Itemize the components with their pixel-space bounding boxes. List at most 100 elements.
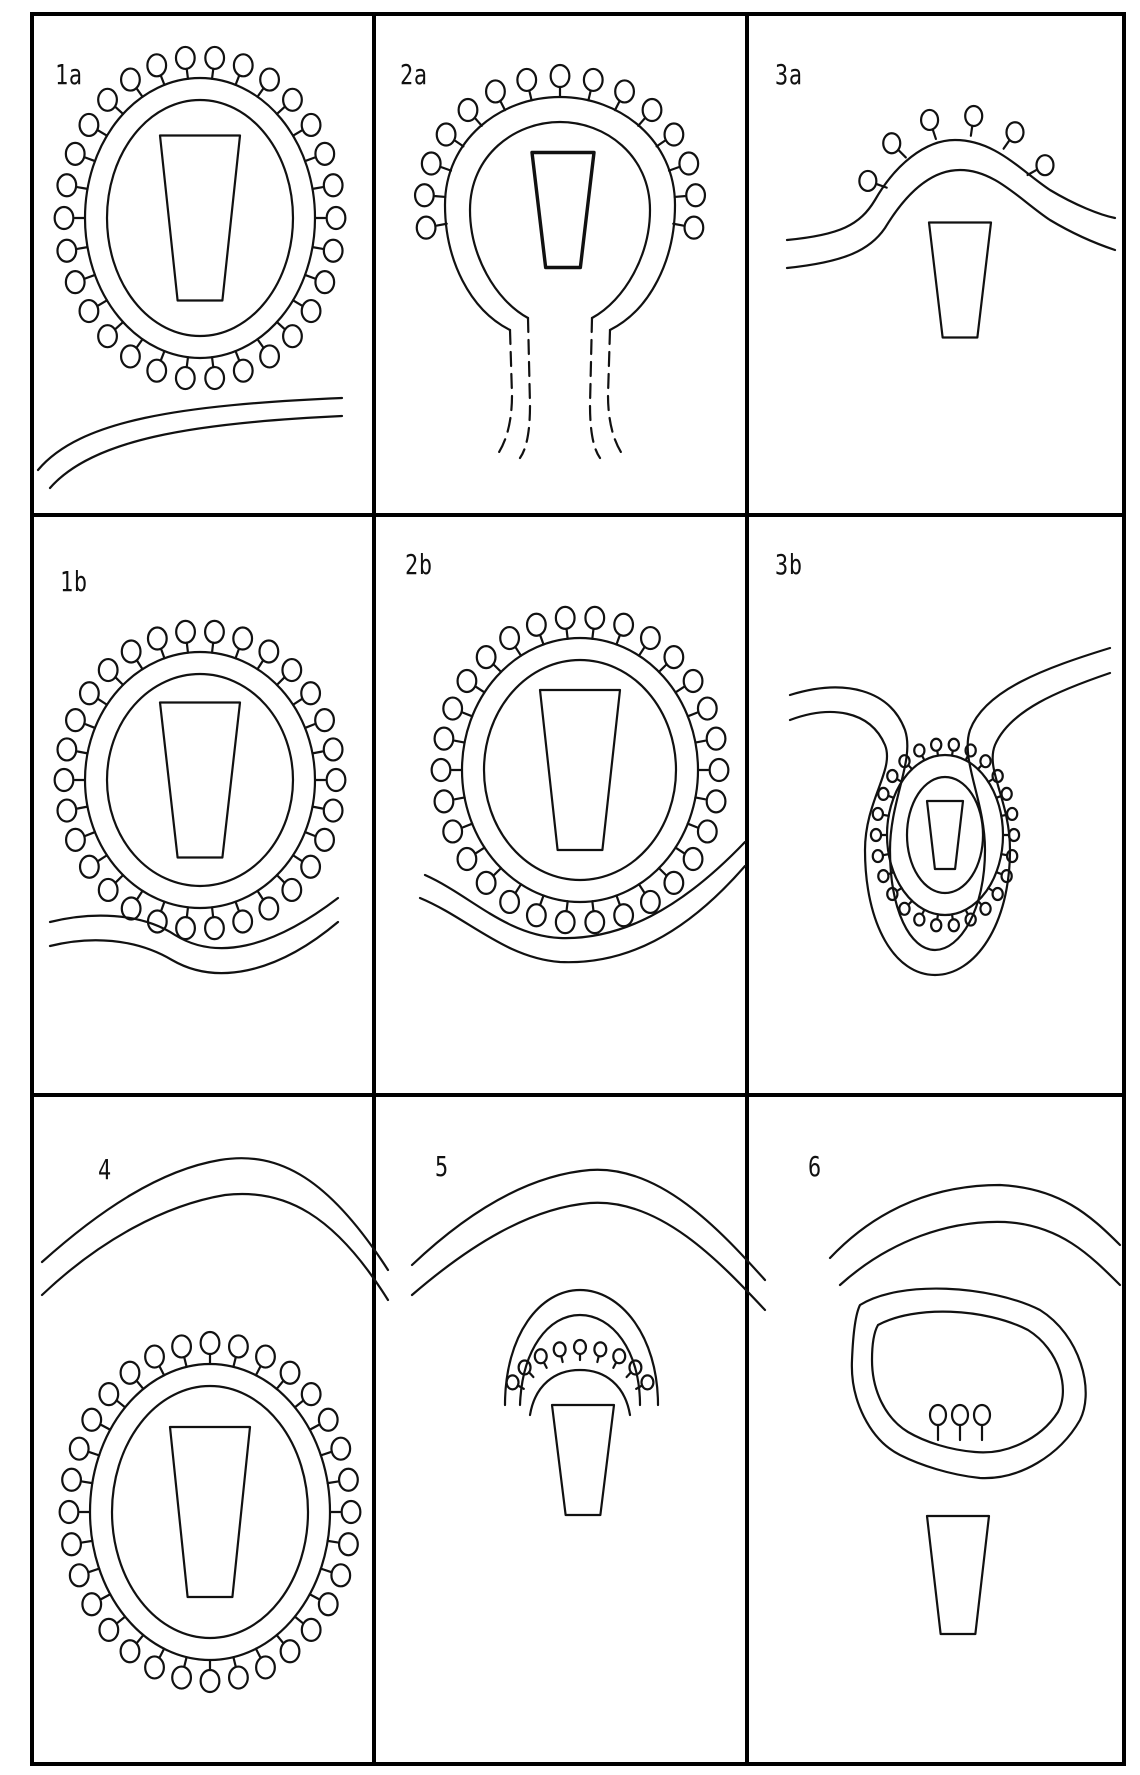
spike-icon [613,1349,625,1363]
spike-stalk [99,855,107,860]
spike-icon [585,911,604,933]
spike-icon [324,240,343,262]
spike-stalk [258,89,264,97]
spike-icon [176,917,195,939]
spike-stalk [455,741,465,743]
spike-stalk [613,1362,616,1367]
spike-icon [980,755,990,767]
spike-stalk [161,649,164,658]
spike-stalk [82,1482,92,1484]
spike-icon [147,360,166,382]
spike-icon [443,820,462,842]
spike-icon [435,728,454,750]
spike-stalk [463,713,472,717]
spike-stalk [310,1425,319,1430]
spike-icon [584,69,603,91]
spike-stalk [529,91,531,101]
spike-stalk [101,1594,110,1599]
spike-stalk [310,1594,319,1599]
spike-icon [205,621,224,643]
spike-icon [55,207,74,229]
envelope-inner [484,660,676,880]
envelope-outer [85,652,315,908]
spike-stalk [615,101,620,110]
spike-icon [205,47,224,69]
spike-stalk [1028,170,1037,175]
spike-icon [435,790,454,812]
panel-label-2b: 2b [405,548,433,581]
spike-stalk [695,741,705,743]
spike-stalk [98,300,107,305]
spike-stalk [116,875,123,882]
spike-stalk [476,687,484,692]
spike-icon [643,99,662,121]
capsid-icon [170,1427,250,1597]
spike-icon [282,659,301,681]
spike-stalk [293,699,301,704]
spike-icon [993,770,1003,782]
virion-4 [60,1332,361,1692]
spike-stalk [258,891,263,899]
envelope-outer [887,755,1003,915]
spike-icon [507,1375,519,1389]
spike-stalk [659,665,666,672]
spike-stalk [212,69,213,79]
spike-icon [594,1342,606,1356]
spike-icon [256,1656,275,1678]
spike-icon [315,143,334,165]
spike-icon [585,607,604,629]
spike-stalk [187,357,188,367]
spike-icon [145,1656,164,1678]
spike-stalk [519,1386,524,1389]
spike-icon [1036,155,1053,175]
spike-icon [283,325,302,347]
spike-stalk [78,807,88,809]
spike-icon [1007,850,1017,862]
spike-icon [229,1667,248,1689]
spike-stalk [160,1649,165,1658]
spike-stalk [1001,854,1006,855]
spike-icon [339,1469,358,1491]
spike-icon [614,614,633,636]
spike-stalk [187,643,188,653]
spike-icon [99,1619,118,1641]
spike-stalk [305,275,314,278]
spike-icon [1002,788,1012,800]
spike-stalk [494,868,501,875]
capsid-icon [927,1516,989,1634]
spike-icon [260,69,279,91]
spike-icon [556,607,575,629]
spike-stalk [588,91,590,101]
spike-icon [260,898,279,920]
spike-icon [517,69,536,91]
spike-icon [302,114,321,136]
spike-stalk [212,357,213,367]
spike-stalk [86,158,95,161]
spike-icon [233,628,252,650]
spike-icon [477,646,496,668]
membrane-1a [38,398,342,488]
spike-stalk [897,888,901,891]
spike-icon [641,1375,653,1389]
spike-stalk [236,902,239,911]
envelope-inner [907,777,983,893]
spike-icon [707,728,726,750]
spike-stalk [657,141,665,147]
spike-icon [176,47,195,69]
spike-stalk [295,1401,303,1407]
spike-icon [302,300,321,322]
spike-stalk [592,901,593,911]
spike-icon [201,1670,220,1692]
spike-stalk [187,907,188,917]
spike-icon [707,790,726,812]
spike-stalk [659,868,666,875]
spike-stalk [1004,140,1010,148]
spike-icon [859,171,876,191]
spike-icon [871,829,881,841]
spike-stalk [277,322,284,329]
membrane-icon [872,1312,1063,1453]
spike-stalk [616,896,619,905]
spike-stalk [98,131,107,136]
spike-icon [878,788,888,800]
spike-stalk [305,724,314,728]
